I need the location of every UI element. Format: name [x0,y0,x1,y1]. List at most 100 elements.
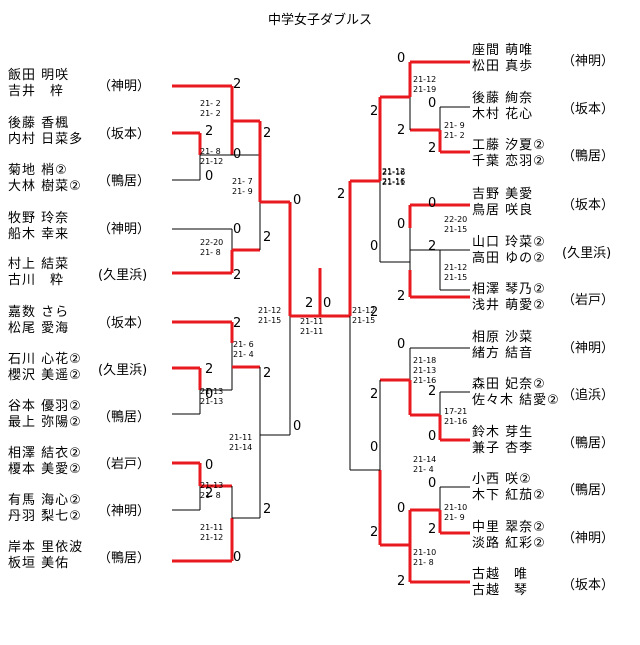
game-count: 0 [233,550,241,565]
set-score: 21-10 [413,548,436,557]
set-score: 21-10 [444,503,467,512]
player-name-1: 小西 咲② [472,472,532,487]
game-count: 0 [397,217,405,232]
game-count: 0 [370,239,378,254]
player-name-2: 緒方 結音 [472,346,534,361]
school-name: （鴨居） [98,410,151,425]
player-name-1: 後藤 香楓 [8,116,70,131]
game-count: 2 [370,525,378,540]
set-score: 21-16 [444,417,467,426]
game-count: 0 [205,387,213,402]
game-count: 0 [233,222,241,237]
school-name: （岩戸） [98,457,151,472]
player-name-2: 古越 琴 [472,583,529,598]
set-score: 21-12 [200,533,223,542]
school-name: （坂本） [98,127,151,142]
game-count: 2 [263,502,271,517]
set-score: 22-20 [200,238,223,247]
set-score: 21-14 [229,443,252,452]
school-name: （坂本） [562,578,615,593]
game-count: 2 [337,187,345,202]
player-name-2: 大林 樹菜② [8,179,82,194]
set-score: 21- 2 [200,109,221,118]
game-count: 0 [293,419,301,434]
game-count: 2 [205,124,213,139]
set-score: 21-15 [258,316,281,325]
game-count: 2 [428,384,436,399]
set-score: 21-16 [382,177,405,186]
set-score: 21-13 [200,481,223,490]
game-count: 0 [205,169,213,184]
game-count: 0 [397,501,405,516]
player-name-1: 牧野 玲奈 [8,211,70,226]
set-score: 21- 4 [413,465,434,474]
player-name-1: 工藤 汐夏② [472,138,546,153]
school-name: （坂本） [562,198,615,213]
player-name-1: 吉野 美愛 [472,187,534,202]
game-count: 2 [233,316,241,331]
school-name: （鴨居） [562,436,615,451]
school-name: （岩戸） [562,293,615,308]
game-count: 0 [370,440,378,455]
set-score: 21- 8 [413,558,434,567]
player-name-1: 岸本 里依波 [8,540,84,555]
set-score: 21-12 [382,167,405,176]
set-score: 21-12 [413,75,436,84]
set-score: 21-11 [300,317,323,326]
set-score: 21-11 [200,523,223,532]
game-count: 2 [397,123,405,138]
set-score: 21- 8 [200,491,221,500]
set-score: 21-11 [229,433,252,442]
player-name-2: 板垣 美佑 [8,556,70,571]
game-count: 2 [263,126,271,141]
game-count: 2 [370,305,378,320]
game-count: 2 [205,486,213,501]
player-name-1: 山口 玲菜② [472,235,546,250]
game-count: 2 [428,522,436,537]
player-name-1: 座間 萌唯 [472,43,534,58]
school-name: （坂本） [562,102,615,117]
school-name: (久里浜) [98,268,148,283]
set-score: 21-12 [444,263,467,272]
set-score: 21-15 [352,316,375,325]
set-score: 21-11 [300,327,323,336]
school-name: （神明） [562,341,615,356]
set-score: 21-15 [444,273,467,282]
game-count: 0 [323,296,331,311]
player-name-1: 後藤 絢奈 [472,91,534,106]
school-name: (久里浜) [98,363,148,378]
player-name-2: 松田 真歩 [472,59,534,74]
school-name: （神明） [98,504,151,519]
set-score: 21- 8 [200,248,221,257]
set-score: 21- 2 [444,131,465,140]
set-score: 21- 9 [444,121,465,130]
set-score: 21-11 [382,178,405,187]
player-name-2: 佐々木 結愛② [472,393,560,408]
game-count: 2 [205,362,213,377]
player-name-2: 最上 弥陽② [8,415,82,430]
game-count: 0 [233,147,241,162]
set-score: 21-13 [200,397,223,406]
player-name-2: 船木 幸来 [8,227,70,242]
player-name-2: 木下 紅茄② [472,488,546,503]
set-score: 21- 4 [233,350,254,359]
player-name-1: 石川 心花② [8,352,82,367]
game-count: 2 [397,574,405,589]
school-name: （鴨居） [562,149,615,164]
game-count: 0 [428,196,436,211]
set-score: 21-13 [413,366,436,375]
player-name-2: 櫻沢 美遥② [8,368,82,383]
school-name: （鴨居） [98,174,151,189]
player-name-2: 松尾 愛海 [8,321,70,336]
set-score: 21-16 [413,376,436,385]
player-name-2: 兼子 杏李 [472,441,534,456]
game-count: 2 [305,296,313,311]
set-score: 17-21 [444,407,467,416]
set-score: 21- 7 [232,177,253,186]
player-name-1: 相原 沙菜 [472,330,534,345]
set-score: 21-16 [382,168,405,177]
game-count: 2 [263,230,271,245]
player-name-2: 木村 花心 [472,107,534,122]
game-count: 2 [263,366,271,381]
